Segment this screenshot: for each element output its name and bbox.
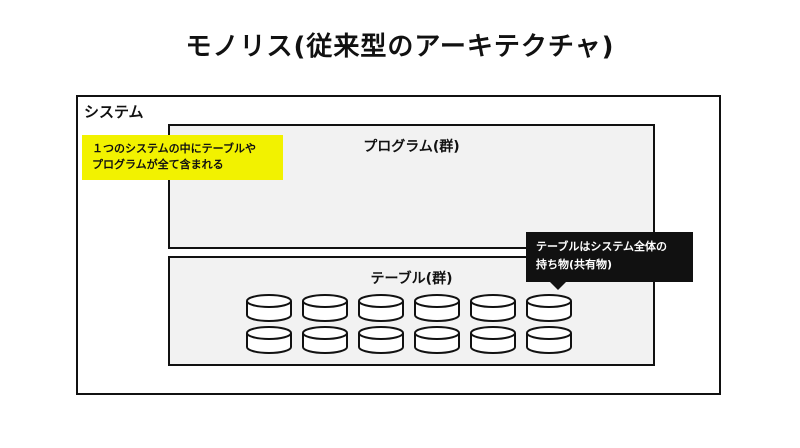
database-icon [526, 294, 572, 322]
black-callout-line-1: テーブルはシステム全体の [536, 240, 668, 253]
database-icon [358, 294, 404, 322]
database-icon [414, 294, 460, 322]
database-icon [470, 294, 516, 322]
database-icon [358, 326, 404, 354]
database-icon [526, 326, 572, 354]
yellow-note-line-1: １つのシステムの中にテーブルや [92, 142, 257, 155]
system-label: システム [84, 103, 144, 121]
diagram-title: モノリス(従来型のアーキテクチャ) [185, 32, 615, 62]
black-callout-line-2: 持ち物(共有物) [536, 258, 613, 271]
database-icon [414, 326, 460, 354]
database-icon [302, 294, 348, 322]
database-icon [302, 326, 348, 354]
table-group-label: テーブル(群) [370, 271, 453, 287]
yellow-note: １つのシステムの中にテーブルや プログラムが全て含まれる [82, 135, 283, 180]
system-box: システム [76, 95, 721, 395]
callout-tail [550, 282, 566, 290]
database-icon [246, 294, 292, 322]
yellow-note-line-2: プログラムが全て含まれる [92, 158, 224, 171]
program-group-label: プログラム(群) [363, 139, 460, 155]
database-icon [246, 326, 292, 354]
black-callout: テーブルはシステム全体の 持ち物(共有物) [526, 232, 693, 290]
database-icon [470, 326, 516, 354]
